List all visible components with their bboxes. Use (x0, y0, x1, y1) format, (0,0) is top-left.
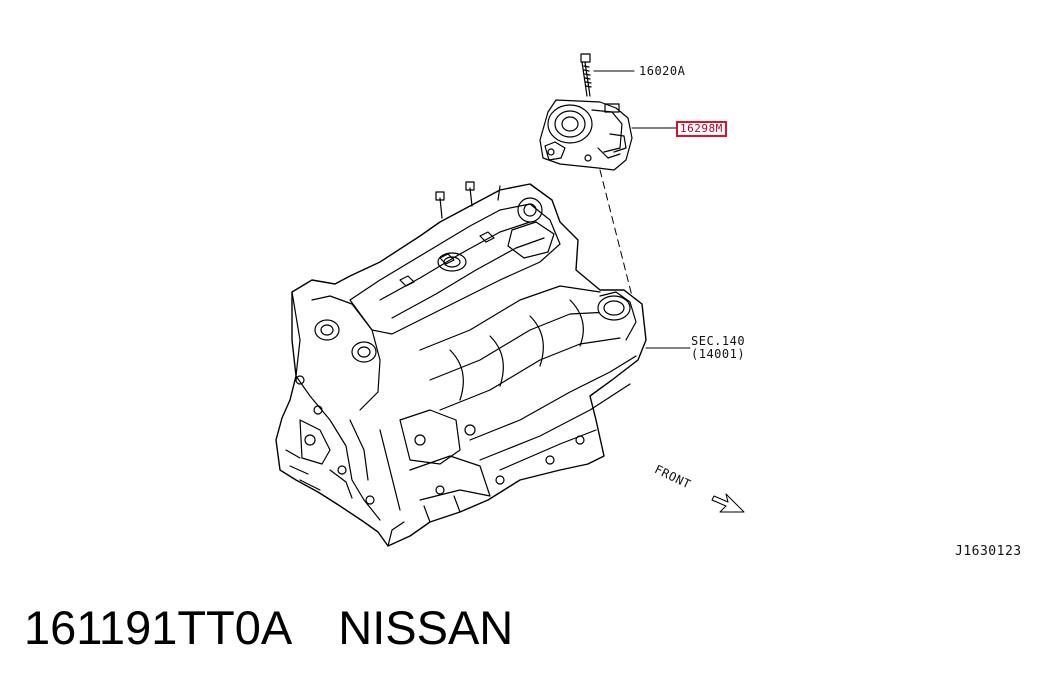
callout-bolt-part: 16020A (639, 64, 686, 78)
callout-section-reference: SEC.140 (14001) (691, 335, 745, 361)
part-number: 161191TT0A (24, 601, 293, 654)
figure-code: J1630123 (955, 544, 1022, 559)
part-caption: 161191TT0A NISSAN (24, 600, 513, 656)
bolt-drawing (580, 53, 635, 97)
brand-name: NISSAN (338, 601, 514, 654)
engine-assembly-drawing (275, 181, 691, 547)
section-ref-text: SEC.140 (691, 334, 746, 348)
section-sub-text: (14001) (691, 347, 746, 361)
callout-throttle-part-highlighted: 16298M (676, 121, 727, 137)
throttle-body-drawing (539, 99, 677, 171)
installation-dashed-line (599, 169, 633, 297)
engine-exploded-diagram (275, 53, 745, 547)
front-direction-arrow (711, 493, 745, 513)
